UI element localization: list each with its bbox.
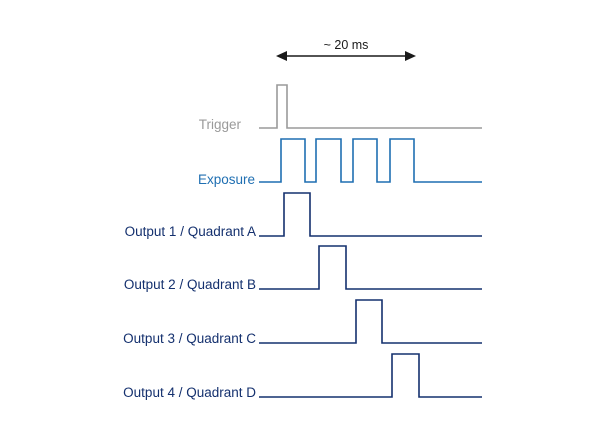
interval-indicator: ~ 20 ms — [276, 38, 416, 61]
output-2-label: Output 2 / Quadrant B — [124, 277, 256, 292]
interval-arrow-right-head — [405, 51, 416, 61]
exposure-waveform — [259, 138, 482, 183]
interval-label: ~ 20 ms — [324, 38, 369, 52]
output-3-label: Output 3 / Quadrant C — [123, 331, 256, 346]
output-2-signal: Output 2 / Quadrant B — [124, 245, 482, 292]
output-3-waveform — [259, 299, 482, 344]
output-4-signal: Output 4 / Quadrant D — [123, 353, 482, 400]
output-4-waveform — [259, 353, 482, 398]
trigger-label: Trigger — [199, 117, 242, 132]
output-4-label: Output 4 / Quadrant D — [123, 385, 256, 400]
trigger-signal: Trigger — [199, 84, 482, 132]
exposure-signal: Exposure — [198, 138, 482, 187]
output-1-signal: Output 1 / Quadrant A — [125, 192, 482, 239]
output-1-waveform — [259, 192, 482, 237]
output-2-waveform — [259, 245, 482, 290]
output-3-signal: Output 3 / Quadrant C — [123, 299, 482, 346]
exposure-label: Exposure — [198, 172, 255, 187]
output-1-label: Output 1 / Quadrant A — [125, 224, 256, 239]
trigger-waveform — [259, 84, 482, 129]
interval-arrow-left-head — [276, 51, 287, 61]
